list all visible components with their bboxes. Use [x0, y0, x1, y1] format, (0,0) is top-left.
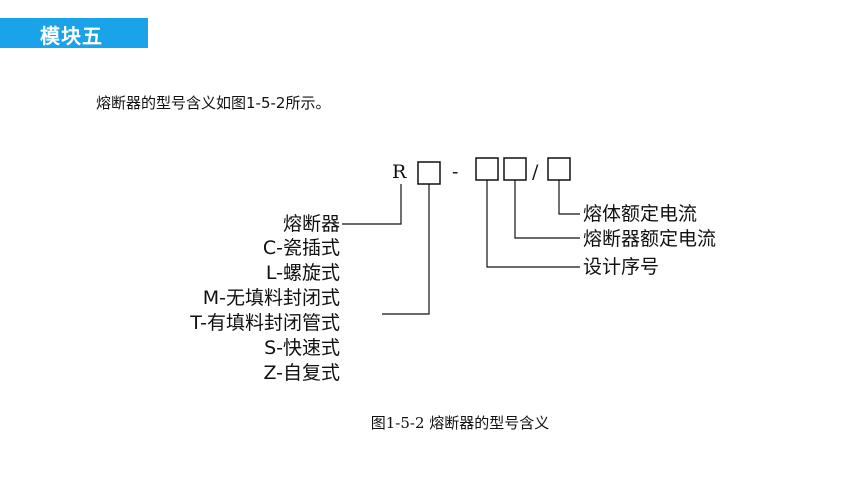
box-fuse-current [503, 157, 527, 181]
label-design-no: 设计序号 [583, 256, 659, 278]
code-prefix-r: R [392, 161, 407, 183]
line-element-current [558, 180, 580, 215]
line-category [342, 184, 402, 225]
label-type-z: Z-自复式 [263, 362, 340, 384]
line-fuse-current [514, 180, 580, 239]
label-type-c: C-瓷插式 [263, 237, 340, 259]
code-dash: - [452, 161, 458, 183]
label-type-m: M-无填料封闭式 [203, 287, 340, 309]
label-type-t: T-有填料封闭管式 [189, 312, 340, 334]
module-title: 模块五 [40, 24, 103, 48]
label-category: 熔断器 [283, 213, 340, 235]
line-type [382, 184, 430, 315]
intro-text: 熔断器的型号含义如图1-5-2所示。 [96, 94, 331, 112]
box-element-current [547, 157, 571, 181]
figure-caption: 图1-5-2 熔断器的型号含义 [370, 414, 550, 432]
label-type-s: S-快速式 [264, 337, 340, 359]
code-slash: / [532, 161, 539, 183]
line-design-no [486, 180, 580, 268]
label-element-current: 熔体额定电流 [583, 203, 697, 225]
label-fuse-current: 熔断器额定电流 [583, 228, 716, 250]
label-type-l: L-螺旋式 [266, 262, 340, 284]
box-type [417, 161, 441, 185]
module-badge: 模块五 [0, 18, 148, 48]
box-design-no [475, 157, 499, 181]
